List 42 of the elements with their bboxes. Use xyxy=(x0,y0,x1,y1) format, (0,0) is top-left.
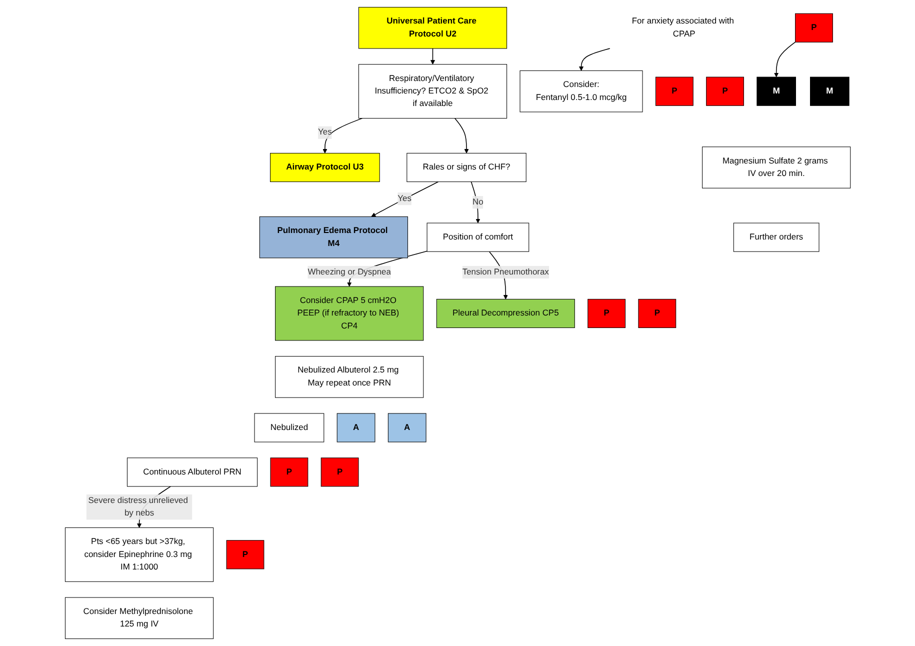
node-text: For anxiety associated with CPAP xyxy=(632,16,734,38)
arrow xyxy=(370,181,438,217)
node-box: Universal Patient Care Protocol U2 xyxy=(358,6,507,49)
arrow xyxy=(470,181,480,224)
node-box: Pleural Decompression CP5 xyxy=(436,298,575,328)
node-box: Nebulized Albuterol 2.5 mg May repeat once PRN xyxy=(274,356,424,398)
node-box: P xyxy=(706,76,744,106)
node-box: P xyxy=(320,458,358,487)
node-box: Nebulized xyxy=(254,413,324,442)
arrow xyxy=(430,48,435,65)
node-box: Consider Methylprednisolone 125 mg IV xyxy=(64,597,214,640)
arrow xyxy=(454,118,469,154)
node-box: Pts <65 years but >37kg, consider Epinephrine 0.3 mg IM 1:1000 xyxy=(64,527,214,582)
edge-label: No xyxy=(472,198,484,207)
node-box: Consider: Fentanyl 0.5-1.0 mcg/kg xyxy=(519,70,642,112)
arrow xyxy=(322,118,362,154)
node-box: P xyxy=(270,458,308,487)
node-box: P xyxy=(226,540,264,570)
edge-label: Severe distress unrelieved by nebs xyxy=(88,496,188,518)
node-box: P xyxy=(587,298,626,328)
node-box: P xyxy=(638,298,676,328)
node-box: Further orders xyxy=(733,222,819,252)
node-box: P xyxy=(655,76,694,106)
edge-label: Yes xyxy=(397,194,412,204)
node-box: A xyxy=(388,413,426,442)
node-box: Position of comfort xyxy=(426,222,529,252)
node-box: M xyxy=(756,76,796,106)
node-box: P xyxy=(794,13,833,42)
edge-label: Wheezing or Dyspnea xyxy=(307,267,391,276)
edge-label: Yes xyxy=(318,128,332,137)
node-box: Consider CPAP 5 cmH2O PEEP (if refractory to NEB) CP4 xyxy=(274,286,424,341)
node-box: Respiratory/Ventilatory Insufficiency? ETCO2 & SpO2 if available xyxy=(358,64,507,119)
node-box: Rales or signs of CHF? xyxy=(406,152,526,182)
edge-label: Tension Pneumothorax xyxy=(462,267,549,276)
node-box: M xyxy=(810,76,850,106)
node-box: Continuous Albuterol PRN xyxy=(126,458,258,487)
arrow xyxy=(774,42,796,78)
arrow xyxy=(578,48,610,71)
node-box: Airway Protocol U3 xyxy=(270,152,380,182)
node-box: A xyxy=(336,413,375,442)
node-box: Magnesium Sulfate 2 grams IV over 20 min. xyxy=(702,146,850,188)
node-box: Pulmonary Edema Protocol M4 xyxy=(259,216,408,258)
